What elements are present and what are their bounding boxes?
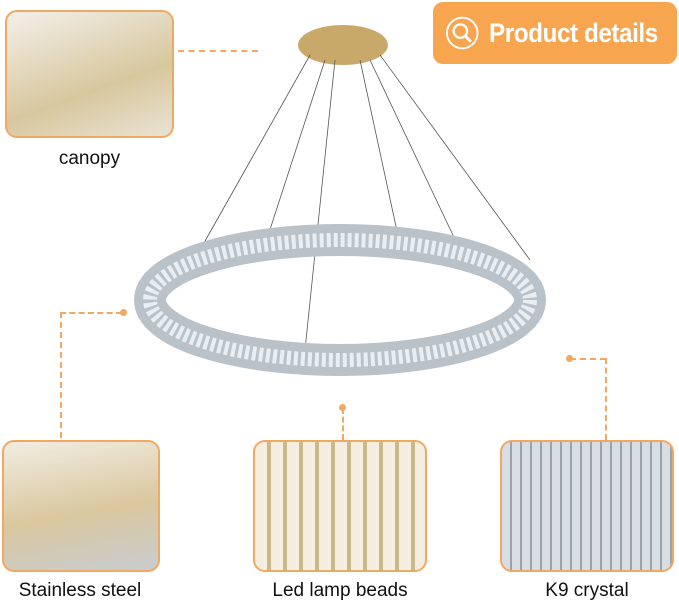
ceiling-canopy: [298, 25, 388, 65]
suspension-wires: [199, 54, 531, 351]
k9-crystal-label: K9 crystal: [545, 580, 629, 601]
canopy-inset: [5, 10, 174, 138]
k9-crystal-inset: [500, 440, 674, 572]
leader-dot: [566, 355, 573, 362]
leader-dot: [339, 404, 346, 411]
leader-line: [605, 358, 607, 440]
canopy-label: canopy: [58, 148, 121, 169]
stainless-steel-inset: [2, 440, 160, 572]
stainless-steel-label: Stainless steel: [18, 580, 142, 601]
search-icon: [445, 16, 479, 50]
leader-dot: [120, 309, 127, 316]
leader-line: [342, 408, 344, 440]
badge-label: Product details: [489, 17, 659, 48]
product-details-badge: Product details: [433, 2, 677, 64]
leader-line: [60, 312, 122, 314]
leader-line: [570, 358, 606, 360]
led-lamp-beads-inset: [253, 440, 427, 572]
leader-line: [60, 312, 62, 438]
led-lamp-beads-label: Led lamp beads: [272, 580, 408, 601]
leader-line: [178, 50, 258, 52]
